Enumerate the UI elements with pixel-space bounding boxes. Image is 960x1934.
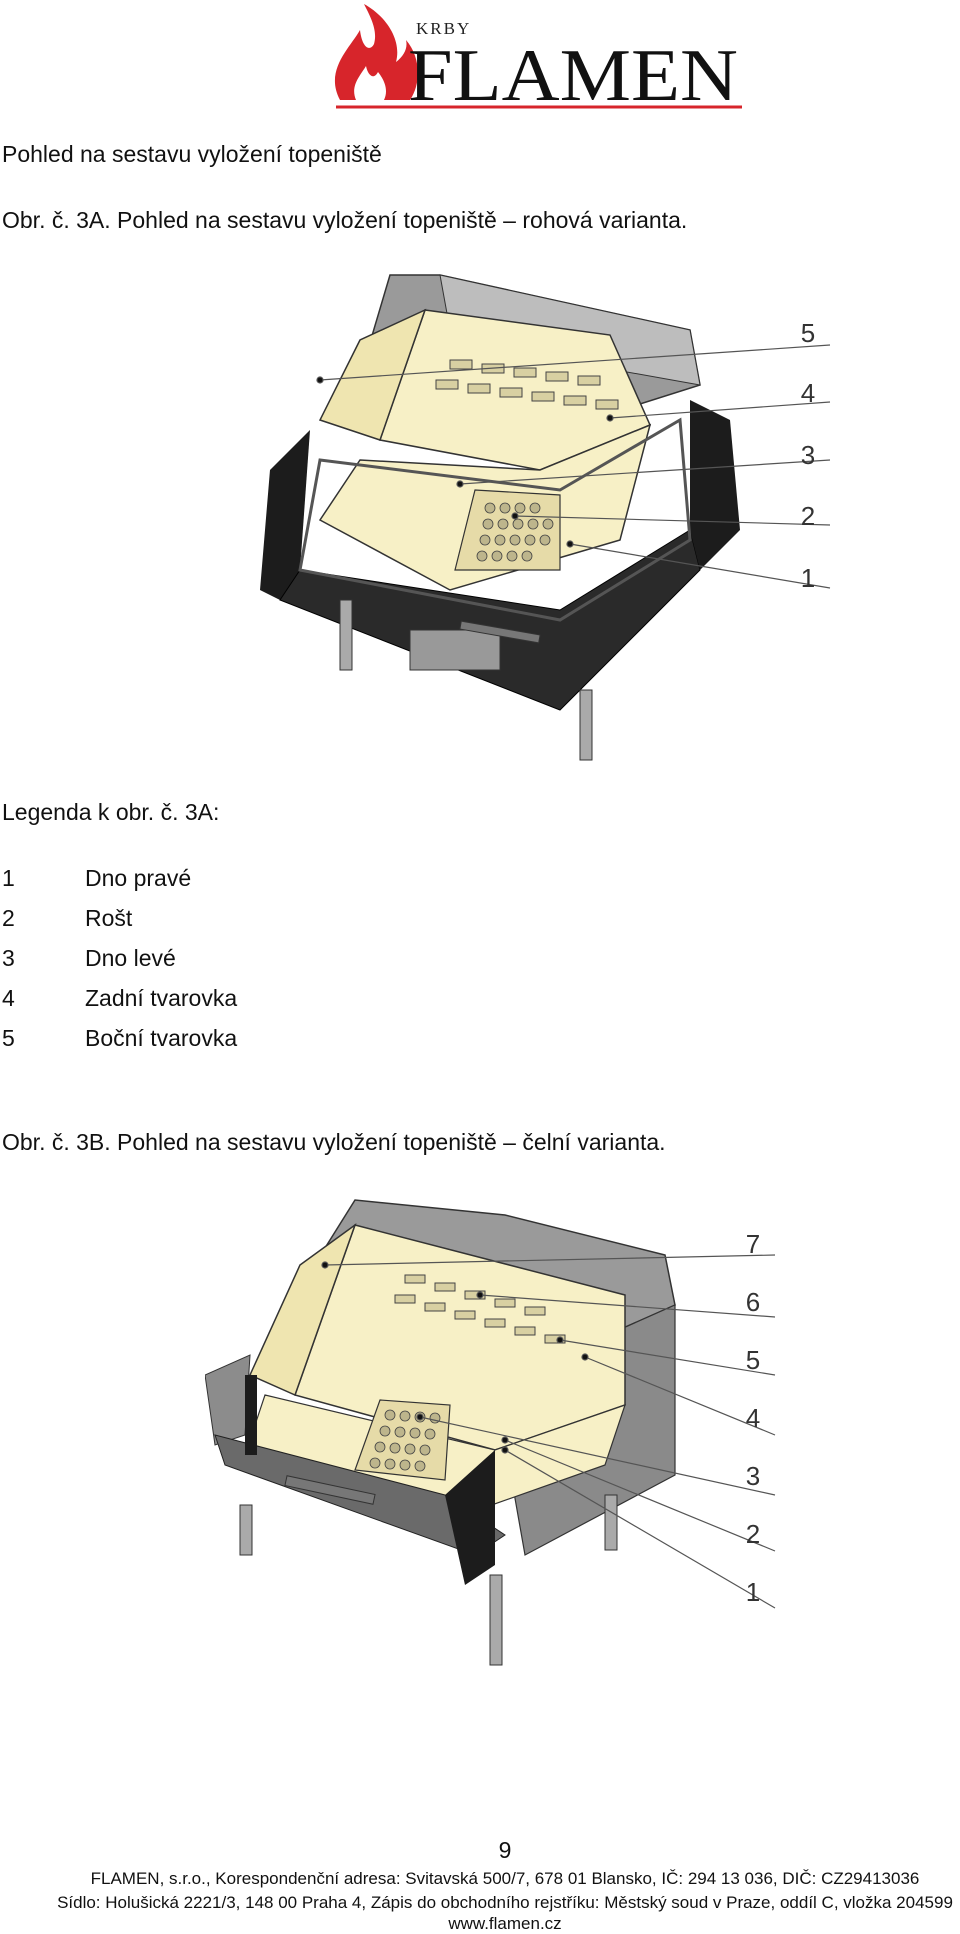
legend-number: 5 — [2, 1025, 15, 1051]
figure-a-caption: Obr. č. 3A. Pohled na sestavu vyložení t… — [2, 207, 688, 233]
legend-label: Rošt — [85, 905, 133, 931]
legend-label: Boční tvarovka — [85, 1025, 238, 1051]
callout-4: 4 — [801, 378, 815, 408]
callout-4: 4 — [746, 1403, 760, 1433]
legend-number: 1 — [2, 865, 15, 891]
logo-subtitle: KRBY — [416, 19, 471, 38]
logo-title: FLAMEN — [408, 35, 738, 112]
footer-registration: Sídlo: Holušická 2221/3, 148 00 Praha 4,… — [57, 1893, 953, 1912]
section-title: Pohled na sestavu vyložení topeniště — [2, 141, 382, 167]
legend-label: Zadní tvarovka — [85, 985, 238, 1011]
callout-2: 2 — [801, 501, 815, 531]
legend-title: Legenda k obr. č. 3A: — [2, 799, 220, 825]
footer-website[interactable]: www.flamen.cz — [448, 1914, 562, 1933]
callout-5: 5 — [746, 1345, 760, 1375]
callout-5: 5 — [801, 318, 815, 348]
legend-number: 2 — [2, 905, 15, 931]
callout-7: 7 — [746, 1229, 760, 1259]
legend-label: Dno levé — [85, 945, 176, 971]
legend-number: 3 — [2, 945, 15, 971]
figure-b-caption: Obr. č. 3B. Pohled na sestavu vyložení t… — [2, 1129, 666, 1155]
callout-2: 2 — [746, 1519, 760, 1549]
legend-label: Dno pravé — [85, 865, 192, 891]
legend-number: 4 — [2, 985, 15, 1011]
footer-address: FLAMEN, s.r.o., Korespondenční adresa: S… — [90, 1869, 920, 1888]
flamen-logo: KRBY FLAMEN — [334, 4, 742, 112]
flame-icon — [334, 4, 418, 100]
callout-1: 1 — [746, 1577, 760, 1607]
callout-3: 3 — [746, 1461, 760, 1491]
callout-1: 1 — [801, 563, 815, 593]
figure-3b-drawing: 7 6 5 4 3 2 1 — [205, 1199, 776, 1666]
figure-3a-drawing: 5 4 3 2 1 — [260, 274, 831, 761]
page-number: 9 — [498, 1837, 512, 1863]
callout-6: 6 — [746, 1287, 760, 1317]
callout-3: 3 — [801, 440, 815, 470]
